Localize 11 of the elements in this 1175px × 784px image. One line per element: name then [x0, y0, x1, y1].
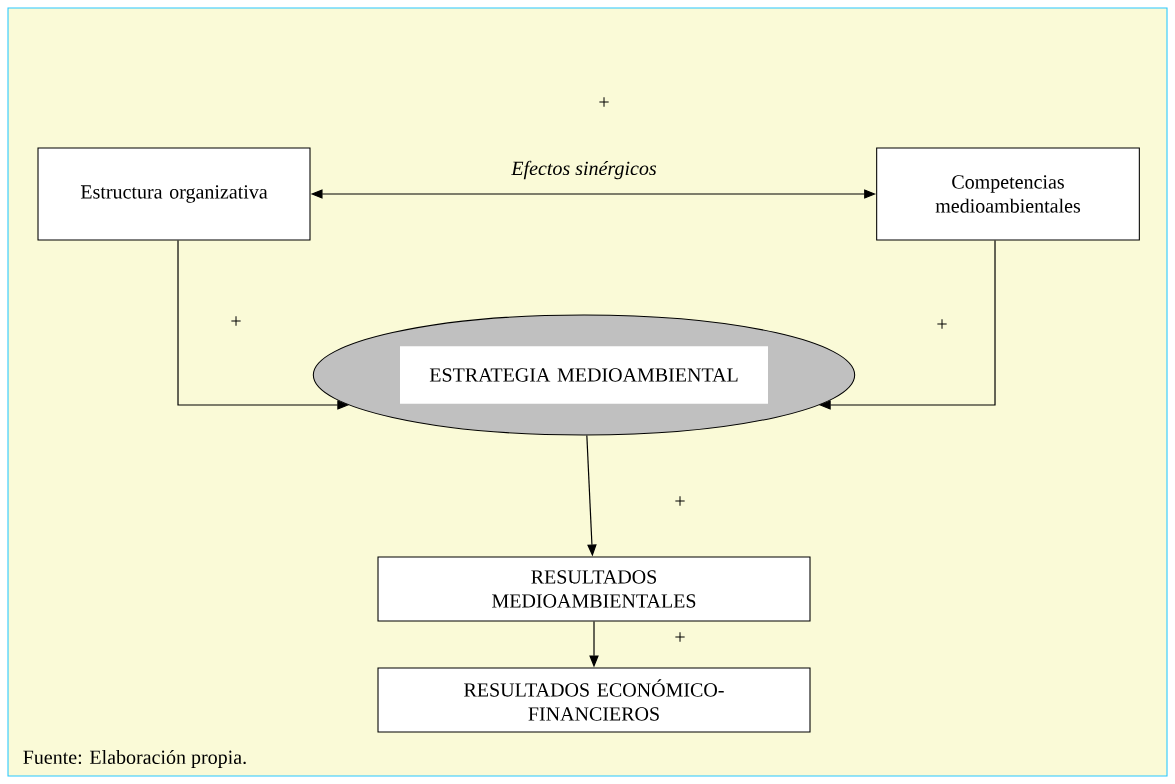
process-box: Competencias medioambientales	[876, 147, 1140, 241]
process-box: RESULTADOS ECONÓMICO-FINANCIEROS	[377, 667, 811, 733]
plus-sign: +	[599, 97, 609, 107]
caption: Fuente: Elaboración propia.	[23, 749, 246, 769]
plus-sign: +	[231, 316, 241, 326]
plus-sign: +	[937, 319, 947, 329]
process-box: RESULTADOS MEDIOAMBIENTALES	[377, 556, 811, 622]
edge-label: Efectos sinérgicos	[510, 159, 658, 181]
plus-sign: +	[675, 496, 685, 506]
process-box: Estructura organizativa	[37, 147, 311, 241]
plus-sign: +	[675, 632, 685, 642]
